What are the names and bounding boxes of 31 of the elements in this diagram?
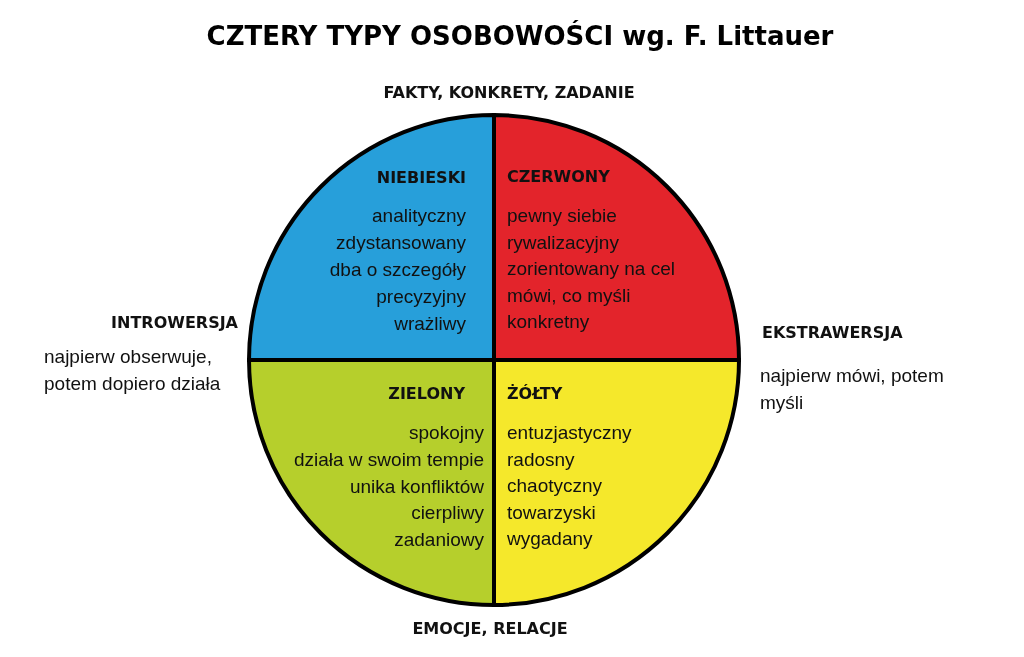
- trait-text: pewny siebie: [507, 205, 617, 228]
- diagram-title: CZTERY TYPY OSOBOWOŚCI wg. F. Littauer: [206, 21, 834, 53]
- trait-text: rywalizacyjny: [507, 231, 619, 255]
- side-description: najpierw mówi, potem myśli: [760, 364, 945, 415]
- quadrant-heading: CZERWONY: [507, 167, 610, 187]
- side-heading: EKSTRAWERSJA: [762, 323, 903, 343]
- side-description: najpierw obserwuje, potem dopiero działa: [44, 345, 222, 396]
- trait-text: precyzyjny: [376, 286, 466, 309]
- trait-text: mówi, co myśli: [507, 284, 631, 308]
- trait-text: entuzjastyczny: [507, 422, 632, 445]
- quadrant-heading: NIEBIESKI: [376, 168, 466, 188]
- trait-text: chaotyczny: [507, 475, 603, 498]
- quadrant-heading: ŻÓŁTY: [507, 384, 563, 404]
- axis-label: FAKTY, KONKRETY, ZADANIE: [383, 83, 635, 103]
- trait-text: unika konfliktów: [349, 475, 484, 499]
- trait-text: dba o szczegóły: [329, 259, 466, 282]
- trait-text: działa w swoim tempie: [293, 448, 484, 472]
- trait-text: zorientowany na cel: [507, 258, 675, 281]
- trait-text: radosny: [507, 448, 575, 472]
- trait-text: zdystansowany: [336, 232, 466, 255]
- trait-text: analityczny: [372, 205, 466, 228]
- trait-text: konkretny: [507, 311, 590, 335]
- trait-text: towarzyski: [507, 501, 596, 525]
- trait-text: zadaniowy: [394, 529, 484, 552]
- trait-text: wrażliwy: [394, 313, 466, 336]
- axis-label: EMOCJE, RELACJE: [412, 619, 568, 639]
- quadrant-heading: ZIELONY: [388, 384, 465, 404]
- side-heading: INTROWERSJA: [111, 313, 238, 333]
- trait-text: spokojny: [409, 422, 484, 445]
- trait-text: cierpliwy: [411, 502, 484, 526]
- trait-text: wygadany: [507, 528, 593, 551]
